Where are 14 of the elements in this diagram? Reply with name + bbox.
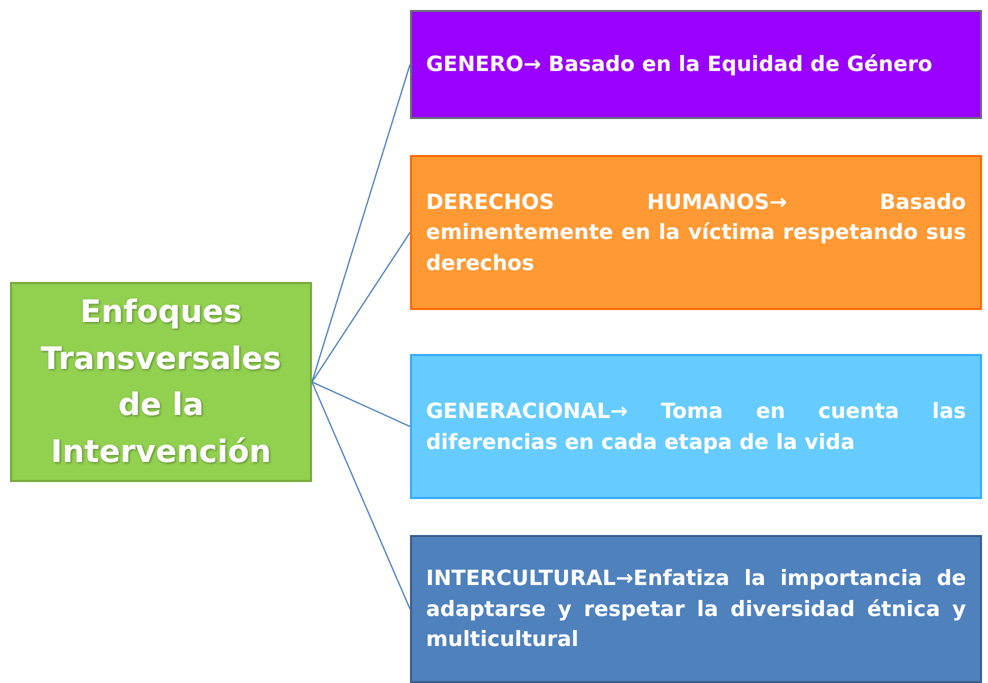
connector-line: [311, 232, 411, 382]
approach-box: [410, 354, 982, 499]
approach-text: DERECHOS HUMANOS→ Basado eminentemente en la víctima respetando sus derechos: [426, 188, 966, 277]
topic-box: [10, 282, 312, 482]
approach-box: [410, 10, 982, 119]
approach-text: INTERCULTURAL→Enfatiza la importancia de adaptarse y respetar la diversidad étnica y multicultural: [426, 565, 966, 654]
approach-box: [410, 535, 982, 683]
topic-title: Enfoques Transversales de la Intervención: [40, 293, 282, 472]
connector-line: [311, 382, 411, 610]
approach-text: GENERACIONAL→ Toma en cuenta las diferencias en cada etapa de la vida: [426, 398, 966, 456]
connector-line: [312, 381, 410, 428]
approach-box: [410, 155, 982, 310]
connector-line: [311, 64, 411, 382]
approach-text: GENERO→ Basado en la Equidad de Género: [426, 51, 932, 78]
